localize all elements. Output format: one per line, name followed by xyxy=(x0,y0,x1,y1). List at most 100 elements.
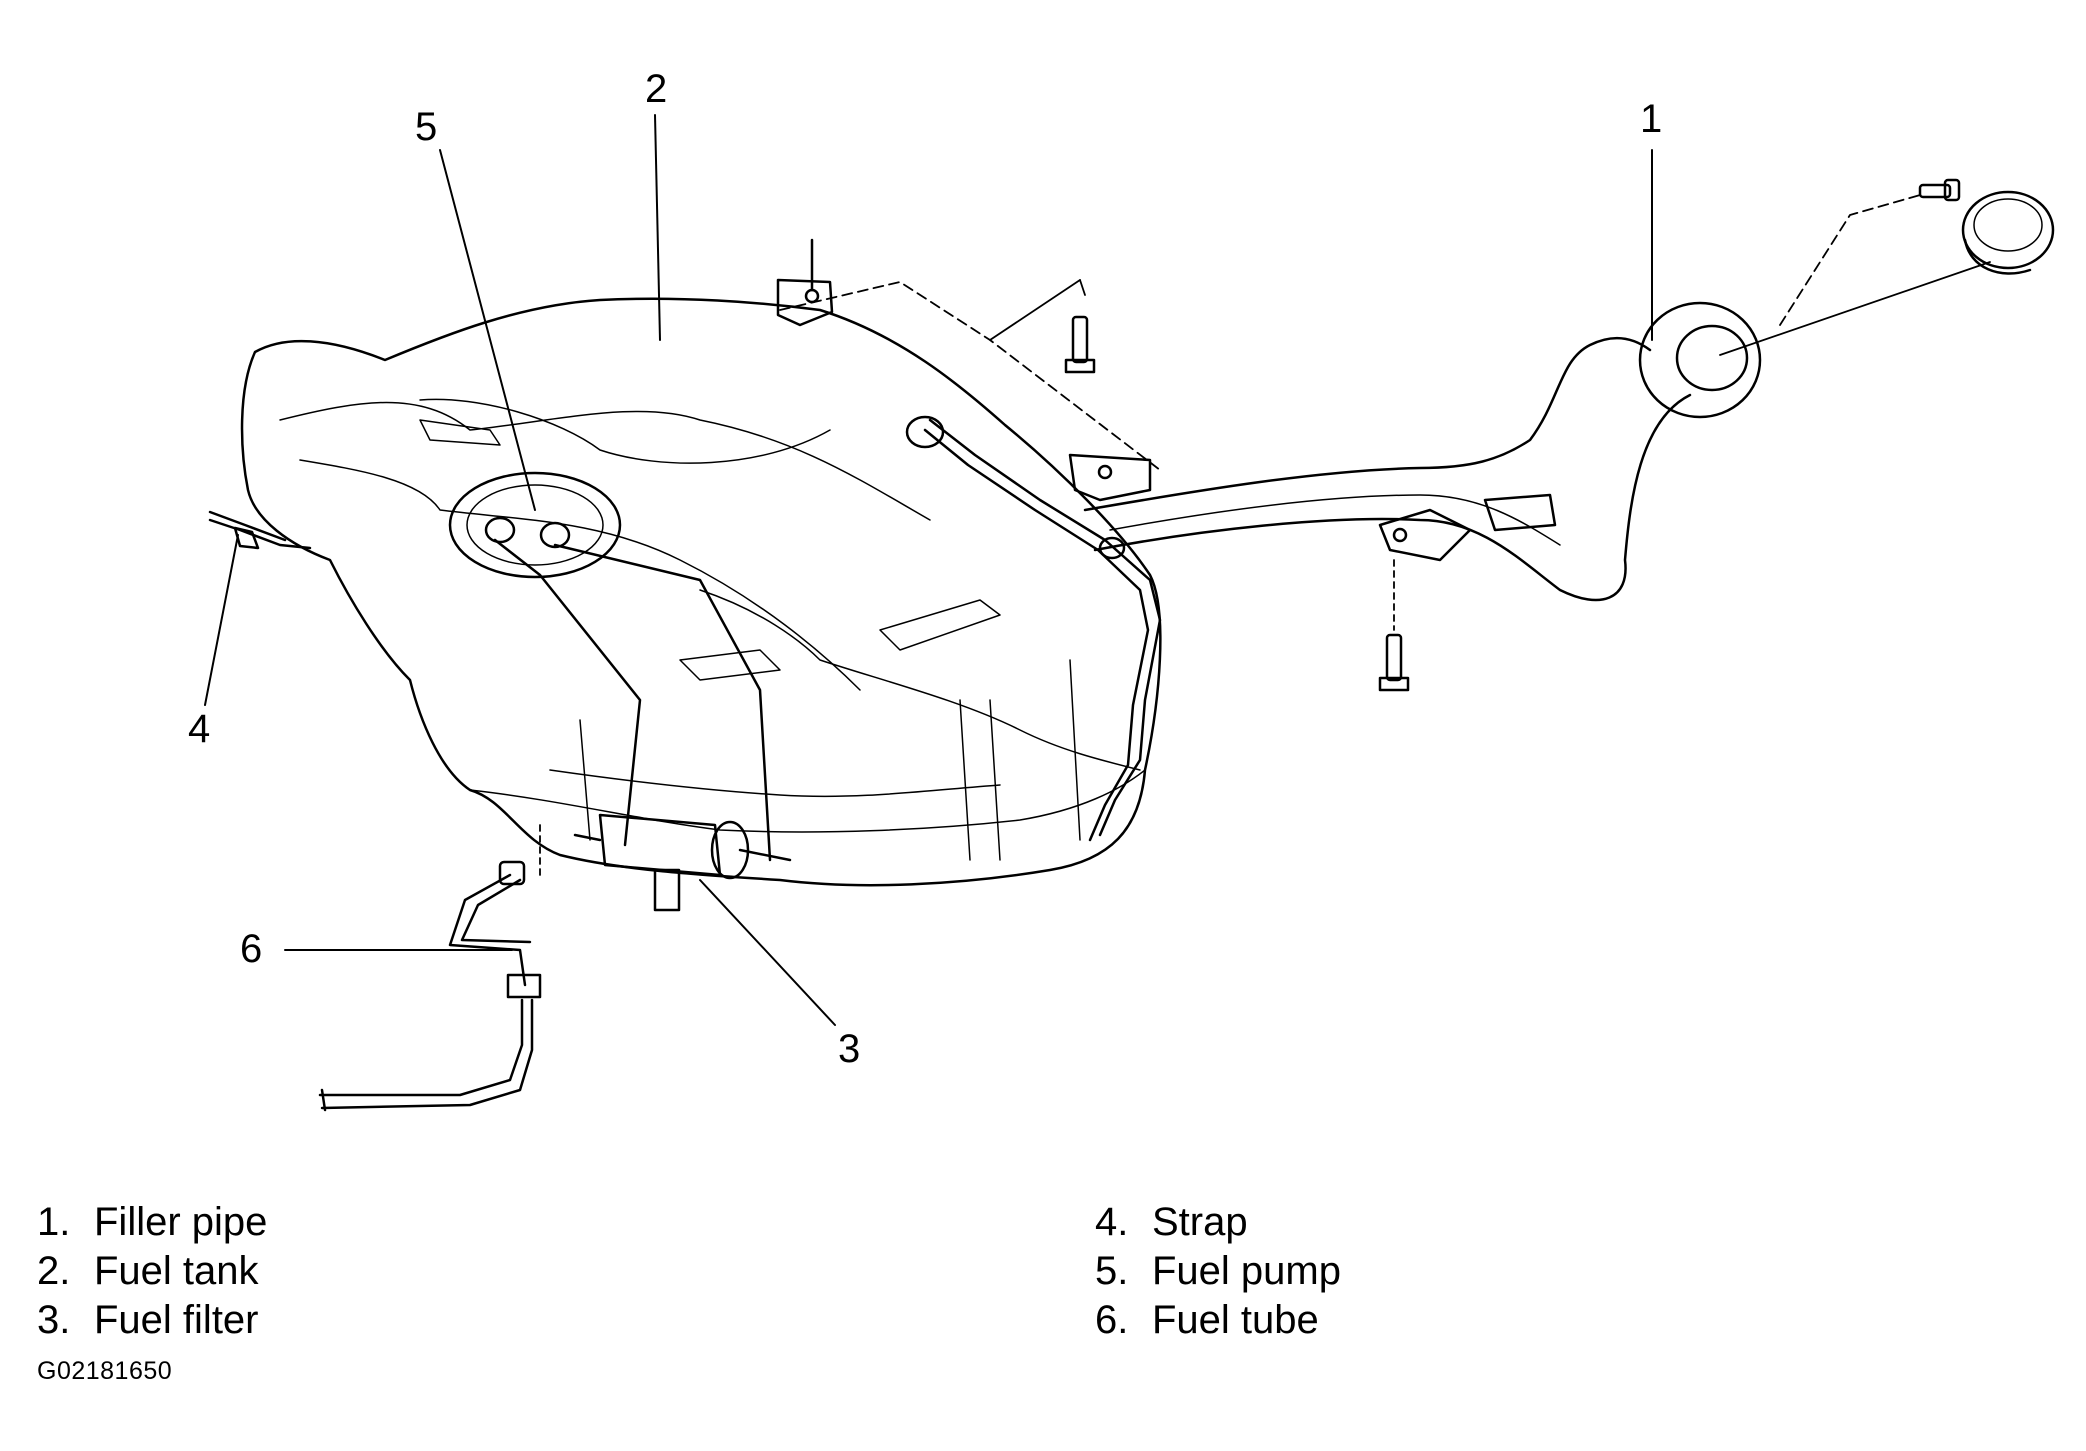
tank-recess xyxy=(419,419,501,446)
filter-body xyxy=(598,813,722,877)
legend-right: 4. Strap 5. Fuel pump 6. Fuel tube xyxy=(1095,1198,1341,1345)
legend-label: Fuel pump xyxy=(1152,1249,1341,1293)
tank-top-ridge xyxy=(279,401,931,521)
bolt xyxy=(1064,315,1096,374)
callout-1: 1 xyxy=(1640,97,1662,141)
filler-neck-opening xyxy=(1675,324,1749,392)
filler-pipe xyxy=(1083,194,1991,602)
tube-line xyxy=(448,873,527,987)
tube-connector xyxy=(498,860,526,886)
screw-shank xyxy=(1918,183,1952,199)
pump-line xyxy=(493,538,642,847)
legend-left: 1. Filler pipe 2. Fuel tank 3. Fuel filt… xyxy=(37,1198,267,1345)
tank-vertical-ridge xyxy=(579,719,591,841)
legend-label: Fuel tube xyxy=(1152,1298,1319,1342)
bolt-head xyxy=(1378,676,1410,692)
legend-label: Filler pipe xyxy=(94,1200,268,1244)
return-line xyxy=(905,415,1162,842)
figure-id: G02181650 xyxy=(37,1357,173,1385)
legend-number: 6. xyxy=(1095,1298,1129,1342)
legend-label: Fuel filter xyxy=(94,1298,259,1342)
filler-pipe-lower xyxy=(1093,393,1692,602)
filter-mount xyxy=(653,868,681,912)
tank-top-ridge xyxy=(419,398,831,464)
tank-top-ridge xyxy=(299,459,861,691)
bracket xyxy=(1068,453,1152,502)
fuel-tank xyxy=(240,297,1162,887)
tube-line xyxy=(460,878,532,944)
callout-4: 4 xyxy=(188,707,210,751)
bracket xyxy=(776,278,834,327)
cap-top xyxy=(1961,190,2055,270)
return-line-tube xyxy=(928,418,1162,837)
mounting-hardware xyxy=(776,238,1410,692)
legend-item: 6. Fuel tube xyxy=(1095,1296,1341,1345)
filler-pipe-upper xyxy=(1083,336,1652,512)
filler-pipe-inner xyxy=(1109,494,1561,546)
strap-band xyxy=(208,518,312,550)
return-line-fitting xyxy=(905,415,945,449)
tank-recess xyxy=(679,649,781,681)
bracket-hole xyxy=(804,288,820,304)
legend-item: 1. Filler pipe xyxy=(37,1198,267,1247)
callout-3: 3 xyxy=(838,1027,860,1071)
fuel-filter xyxy=(573,813,792,912)
legend-item: 2. Fuel tank xyxy=(37,1247,267,1296)
bolt-head xyxy=(1064,358,1096,374)
pump-ring xyxy=(448,471,622,579)
fuel-cap xyxy=(1961,190,2055,275)
pump-fitting xyxy=(484,516,516,544)
bracket-hole xyxy=(1097,464,1113,480)
filter-line xyxy=(573,833,602,842)
callout-6: 6 xyxy=(240,927,262,971)
screw xyxy=(1918,178,1961,202)
bolt-shank xyxy=(1071,315,1089,364)
strap xyxy=(208,510,312,550)
tank-vertical-ridge xyxy=(989,699,1001,861)
filler-leader xyxy=(1719,261,1991,356)
callout-leaders xyxy=(204,114,1653,1026)
pump-ring xyxy=(466,484,604,566)
leader-5 xyxy=(439,149,536,511)
filler-bracket xyxy=(1378,508,1472,562)
legend-number: 4. xyxy=(1095,1200,1129,1244)
fuel-pump xyxy=(448,471,772,862)
filler-neck xyxy=(1638,301,1762,419)
tank-vertical-ridge xyxy=(1069,659,1081,841)
legend-item: 4. Strap xyxy=(1095,1198,1341,1247)
tank-side-face xyxy=(469,769,1146,833)
filter-end xyxy=(710,820,750,880)
tube-lower xyxy=(318,998,524,1097)
leader-3 xyxy=(699,879,836,1026)
legend-label: Fuel tank xyxy=(94,1249,259,1293)
tank-outline xyxy=(240,297,1162,887)
legend-number: 2. xyxy=(37,1249,71,1293)
strap-band xyxy=(208,510,287,542)
screw-head xyxy=(1943,178,1961,202)
legend-item: 5. Fuel pump xyxy=(1095,1247,1341,1296)
filter-line xyxy=(738,848,792,862)
pump-line xyxy=(553,543,772,862)
tank-recess xyxy=(879,599,1001,651)
legend-number: 3. xyxy=(37,1298,71,1342)
legend-number: 5. xyxy=(1095,1249,1129,1293)
return-line-tube xyxy=(923,428,1150,842)
filler-bracket-hole xyxy=(1392,527,1408,543)
tube-end xyxy=(320,1088,327,1112)
bolt-shank xyxy=(1385,633,1403,682)
callout-2: 2 xyxy=(645,67,667,111)
return-line-fitting xyxy=(1098,536,1126,560)
tank-side-face xyxy=(549,769,1001,798)
tube-connector xyxy=(506,973,542,999)
leader-4 xyxy=(204,534,239,706)
cap-top-inner xyxy=(1973,198,2043,252)
strap-hook xyxy=(233,526,260,550)
bracket-leader xyxy=(1079,279,1086,296)
legend-number: 1. xyxy=(37,1200,71,1244)
callout-5: 5 xyxy=(415,105,437,149)
pump-fitting xyxy=(539,521,571,549)
leader-2 xyxy=(654,114,661,341)
filler-bracket xyxy=(1483,493,1557,532)
tube-lower xyxy=(320,998,534,1110)
